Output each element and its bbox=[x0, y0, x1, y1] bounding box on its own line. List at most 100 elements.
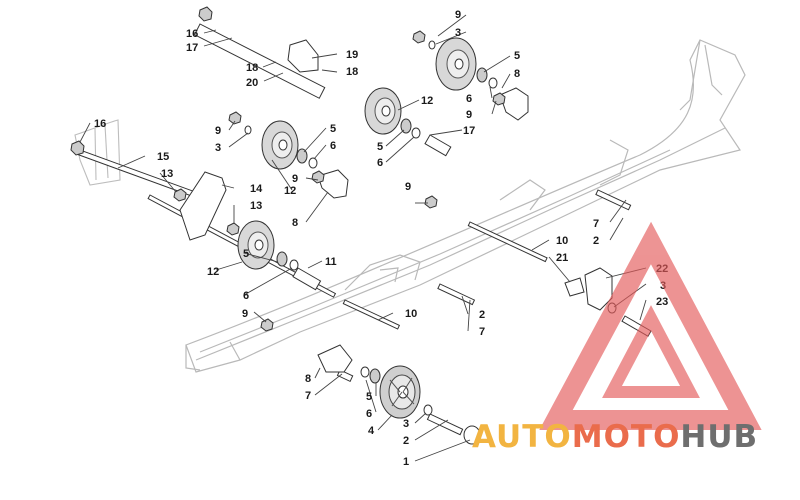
callout-10: 10 bbox=[556, 235, 568, 247]
callout-5: 5 bbox=[514, 50, 520, 62]
axle-spacer-block bbox=[287, 39, 319, 73]
bearing-5e bbox=[369, 368, 381, 384]
wordmark-moto: MOTO bbox=[571, 419, 681, 455]
callout-4: 4 bbox=[368, 425, 375, 437]
callout-labels: 16 17 18 20 19 18 9 3 5 8 6 9 12 16 9 3 … bbox=[94, 9, 668, 468]
bolt-7a bbox=[595, 189, 632, 211]
callout-21: 21 bbox=[556, 252, 568, 264]
brackets bbox=[179, 39, 613, 373]
callout-5: 5 bbox=[243, 248, 249, 260]
callout-10: 10 bbox=[405, 308, 417, 320]
nut-9a bbox=[412, 30, 426, 44]
washer-3a bbox=[428, 40, 436, 50]
wordmark-hub: HUB bbox=[680, 419, 759, 455]
callout-8: 8 bbox=[305, 373, 311, 385]
callout-12: 12 bbox=[284, 185, 296, 197]
spacer-tube-17 bbox=[424, 134, 452, 157]
callout-3: 3 bbox=[215, 142, 221, 154]
callout-2: 2 bbox=[593, 235, 599, 247]
long-bolt-10a bbox=[467, 221, 548, 263]
wheel-front-bottom bbox=[379, 365, 421, 419]
bolt-7c bbox=[336, 369, 354, 383]
callout-6: 6 bbox=[466, 93, 472, 105]
long-bolt-10b bbox=[342, 299, 401, 330]
washer-6c bbox=[308, 157, 318, 169]
nut-9c bbox=[228, 111, 242, 125]
bearing-5d bbox=[276, 251, 288, 267]
callout-11: 11 bbox=[325, 256, 337, 268]
callout-5: 5 bbox=[330, 123, 336, 135]
bearing-5c bbox=[296, 148, 308, 164]
wheel-rear-upper bbox=[435, 37, 477, 91]
wheel-left-lower bbox=[237, 220, 275, 270]
callout-3: 3 bbox=[455, 27, 461, 39]
bushing-21 bbox=[564, 277, 585, 297]
callout-17: 17 bbox=[463, 125, 475, 137]
callout-6: 6 bbox=[243, 290, 249, 302]
pivot-arm-bracket bbox=[179, 171, 227, 241]
callout-2: 2 bbox=[479, 309, 485, 321]
wheel-mid-upper bbox=[364, 87, 402, 135]
callout-8: 8 bbox=[292, 217, 298, 229]
callout-7: 7 bbox=[479, 326, 485, 338]
nut-9f bbox=[260, 318, 274, 332]
callout-16: 16 bbox=[94, 118, 106, 130]
cap-1 bbox=[463, 425, 481, 445]
callout-8: 8 bbox=[514, 68, 520, 80]
nut-9d bbox=[311, 170, 325, 184]
callout-17: 17 bbox=[186, 42, 198, 54]
bolt-2a bbox=[437, 283, 476, 306]
bearing-5a bbox=[476, 67, 488, 83]
washer-6b bbox=[411, 127, 421, 139]
callout-6: 6 bbox=[330, 140, 336, 152]
callout-15: 15 bbox=[157, 151, 169, 163]
washer-6e bbox=[360, 366, 370, 378]
callout-13: 13 bbox=[250, 200, 262, 212]
nut-13a bbox=[173, 188, 187, 202]
callout-7: 7 bbox=[593, 218, 599, 230]
callout-9: 9 bbox=[215, 125, 221, 137]
callout-9: 9 bbox=[466, 109, 472, 121]
wordmark-auto: AUTO bbox=[472, 419, 572, 455]
callout-12: 12 bbox=[207, 266, 219, 278]
upper-axle-shaft bbox=[193, 23, 326, 99]
callout-3: 3 bbox=[403, 418, 409, 430]
washer-6a bbox=[488, 77, 498, 89]
callout-5: 5 bbox=[366, 391, 372, 403]
watermark-triangle-logo bbox=[539, 221, 762, 430]
callout-1: 1 bbox=[403, 456, 409, 468]
nut-13b bbox=[226, 222, 240, 236]
callout-13: 13 bbox=[161, 168, 173, 180]
wheel-left-mid bbox=[261, 120, 299, 170]
callout-19: 19 bbox=[346, 49, 358, 61]
spacer-tube-11 bbox=[292, 267, 322, 291]
washer-6d bbox=[289, 259, 299, 271]
nut-16b bbox=[70, 140, 85, 156]
callout-23: 23 bbox=[656, 296, 668, 308]
callout-9: 9 bbox=[292, 173, 298, 185]
callout-5: 5 bbox=[377, 141, 383, 153]
watermark-wordmark: AUTOMOTOHUB bbox=[472, 419, 758, 455]
rear-idler-bracket bbox=[499, 87, 529, 121]
callout-14: 14 bbox=[250, 183, 263, 195]
washer-3b bbox=[244, 125, 252, 135]
left-frame-section bbox=[74, 119, 121, 186]
callout-2: 2 bbox=[403, 435, 409, 447]
callout-18: 18 bbox=[246, 62, 258, 74]
washer-3d bbox=[423, 404, 433, 416]
callout-16: 16 bbox=[186, 28, 198, 40]
lower-idler-bracket bbox=[317, 344, 353, 373]
nut-16a bbox=[198, 6, 213, 22]
callout-6: 6 bbox=[366, 408, 372, 420]
callout-6: 6 bbox=[377, 157, 383, 169]
callout-20: 20 bbox=[246, 77, 258, 89]
callout-9: 9 bbox=[242, 308, 248, 320]
bolt-2c bbox=[426, 413, 464, 436]
callout-18: 18 bbox=[346, 66, 358, 78]
callout-12: 12 bbox=[421, 95, 433, 107]
callout-9: 9 bbox=[455, 9, 461, 21]
callout-9: 9 bbox=[405, 181, 411, 193]
mid-idler-bracket bbox=[317, 169, 349, 199]
